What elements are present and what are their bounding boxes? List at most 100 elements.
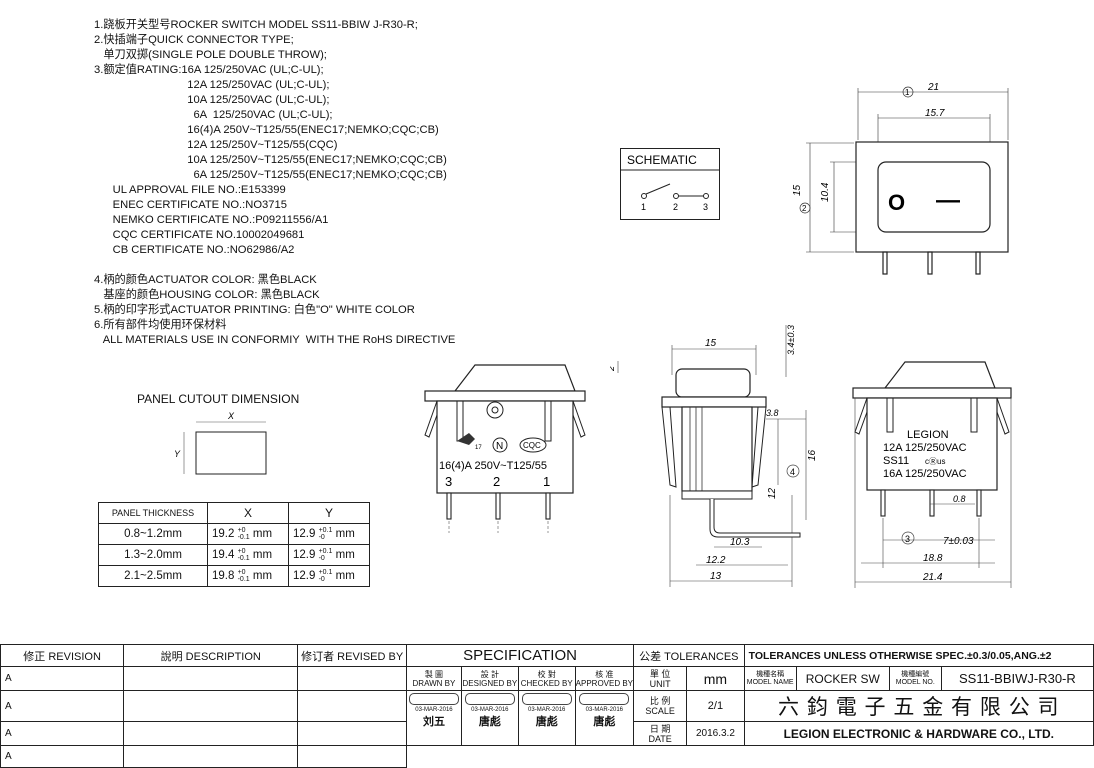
back-view-drawing: LEGION 12A 125/250VAC SS11 cⓇus 16A 125/… [852,361,1012,588]
desc-header: 說明 DESCRIPTION [123,644,299,667]
side-dim-3-8: 3.8 [766,408,779,418]
th-x: X [207,502,289,524]
spec-line: 6A 125/250VAC (UL;C-UL); [94,109,333,121]
actuator-off-mark: O [888,190,905,215]
rev-mark: A [0,666,125,691]
spec-line: 5.柄的印字形式ACTUATOR PRINTING: 白色"O" WHITE C… [94,304,415,316]
rev-mark: A [5,728,12,739]
side-dim-13: 13 [710,571,722,582]
title-block: 修正 REVISION 說明 DESCRIPTION 修订者 REVISED B… [0,644,1094,768]
top-mark-2: 2 [802,204,807,213]
panel-thickness: 1.3~2.0mm [98,544,208,566]
spec-line: CB CERTIFICATE NO.:NO62986/A2 [94,244,295,256]
back-dim-21-4: 21.4 [922,572,943,583]
back-rating-16a: 16A 125/250VAC [883,468,967,480]
unit-value: mm [686,666,745,691]
panel-x-label: X [227,411,235,421]
spec-line: 4.柄的颜色ACTUATOR COLOR: 黑色BLACK [94,274,317,286]
scale-value: 2/1 [686,690,745,722]
side-view-drawing: 15 2 3.4±0.3 3.8 16 12 4 10.3 12.2 13 [610,325,818,587]
dim-10-4: 10.4 [820,182,831,202]
panel-x-value: 19.8 +0-0.1 mm [207,565,289,587]
spec-line [94,258,455,273]
model-no-value: SS11-BBIWJ-R30-R [940,666,1094,691]
dim-15: 15 [792,184,803,196]
top-view-drawing: 1 21 15.7 2 15 10.4 O — [792,82,1009,275]
spec-line: 10A 125/250VAC (UL;C-UL); [94,94,330,106]
front-rating: 16(4)A 250V~T125/55 [439,460,547,472]
spec-line: 6A 125/250V~T125/55(ENEC17;NEMKO;CQC;CB) [94,169,447,181]
side-dim-16: 16 [807,449,818,461]
spec-line: 16(4)A 250V~T125/55(ENEC17;NEMKO;CQC;CB) [94,124,439,136]
schematic-pin-1: 1 [641,202,646,212]
spec-line: CQC CERTIFICATE NO.10002049681 [94,229,305,241]
spec-line: 12A 125/250VAC (UL;C-UL); [94,79,330,91]
panel-thickness: 0.8~1.2mm [98,523,208,545]
spec-notes: 1.跷板开关型号ROCKER SWITCH MODEL SS11-BBIW J-… [94,18,455,348]
th-thickness: PANEL THICKNESS [98,502,208,524]
back-dim-7: 7±0.03 [943,536,974,547]
panel-y-value: 12.9 +0.1-0 mm [288,544,370,566]
actuator-on-mark: — [936,187,960,214]
panel-x-value: 19.4 +0-0.1 mm [207,544,289,566]
front-pin-2: 2 [493,474,500,489]
spec-line: UL APPROVAL FILE NO.:E153399 [94,184,286,196]
rev-header: 修正 REVISION [0,644,125,667]
spec-line: 12A 125/250V~T125/55(CQC) [94,139,338,151]
rev-mark: A [5,751,12,762]
company-name-en: LEGION ELECTRONIC & HARDWARE CO., LTD. [743,721,1094,746]
back-ul-mark: cⓇus [925,457,945,466]
th-y: Y [288,502,370,524]
schematic-pin-3: 3 [703,202,708,212]
side-dim-12-2: 12.2 [706,555,726,566]
dim-21: 21 [927,82,939,93]
panel-y-label: Y [174,449,181,459]
side-dim-15: 15 [705,338,717,349]
spec-line: ALL MATERIALS USE IN CONFORMIY WITH THE … [94,334,456,346]
back-model: SS11 [883,455,909,467]
spec-line: 基座的颜色HOUSING COLOR: 黑色BLACK [94,289,320,301]
nemko-mark: N [496,441,503,452]
schematic-title: SCHEMATIC [627,153,697,167]
top-mark-1: 1 [905,88,910,97]
date-value: 2016.3.2 [686,721,745,746]
spec-header: SPECIFICATION [406,644,635,667]
front-pin-3: 3 [445,474,452,489]
schematic: SCHEMATIC 1 2 3 [620,148,720,220]
rev-mark: A [5,700,12,712]
panel-cutout-title: PANEL CUTOUT DIMENSION [137,392,300,406]
back-dim-18-8: 18.8 [923,553,943,564]
side-dim-12: 12 [767,487,778,499]
tol-note: TOLERANCES UNLESS OTHERWISE SPEC.±0.3/0.… [743,644,1094,667]
spec-line: 10A 125/250V~T125/55(ENEC17;NEMKO;CQC;CB… [94,154,447,166]
back-mark-3: 3 [905,534,910,544]
back-rating-12a: 12A 125/250VAC [883,442,967,454]
back-dim-0-8: 0.8 [953,494,966,504]
revby-header: 修订者 REVISED BY [297,644,408,667]
side-dim-10-3: 10.3 [730,537,750,548]
tol-header: 公差 TOLERANCES [633,644,745,667]
ce-mark: 17 [475,445,482,451]
spec-line: 1.跷板开关型号ROCKER SWITCH MODEL SS11-BBIW J-… [94,19,418,31]
spec-line: NEMKO CERTIFICATE NO.:P09211556/A1 [94,214,329,226]
spec-line: ENEC CERTIFICATE NO.:NO3715 [94,199,287,211]
panel-thickness: 2.1~2.5mm [98,565,208,587]
company-name-cn: 六 鈞 電 子 五 金 有 限 公 司 [743,690,1094,722]
schematic-pin-2: 2 [673,202,678,212]
cqc-mark: CQC [523,441,541,450]
spec-line: 单刀双掷(SINGLE POLE DOUBLE THROW); [94,49,327,61]
panel-y-value: 12.9 +0.1-0 mm [288,523,370,545]
model-name-value: ROCKER SW [795,666,890,691]
